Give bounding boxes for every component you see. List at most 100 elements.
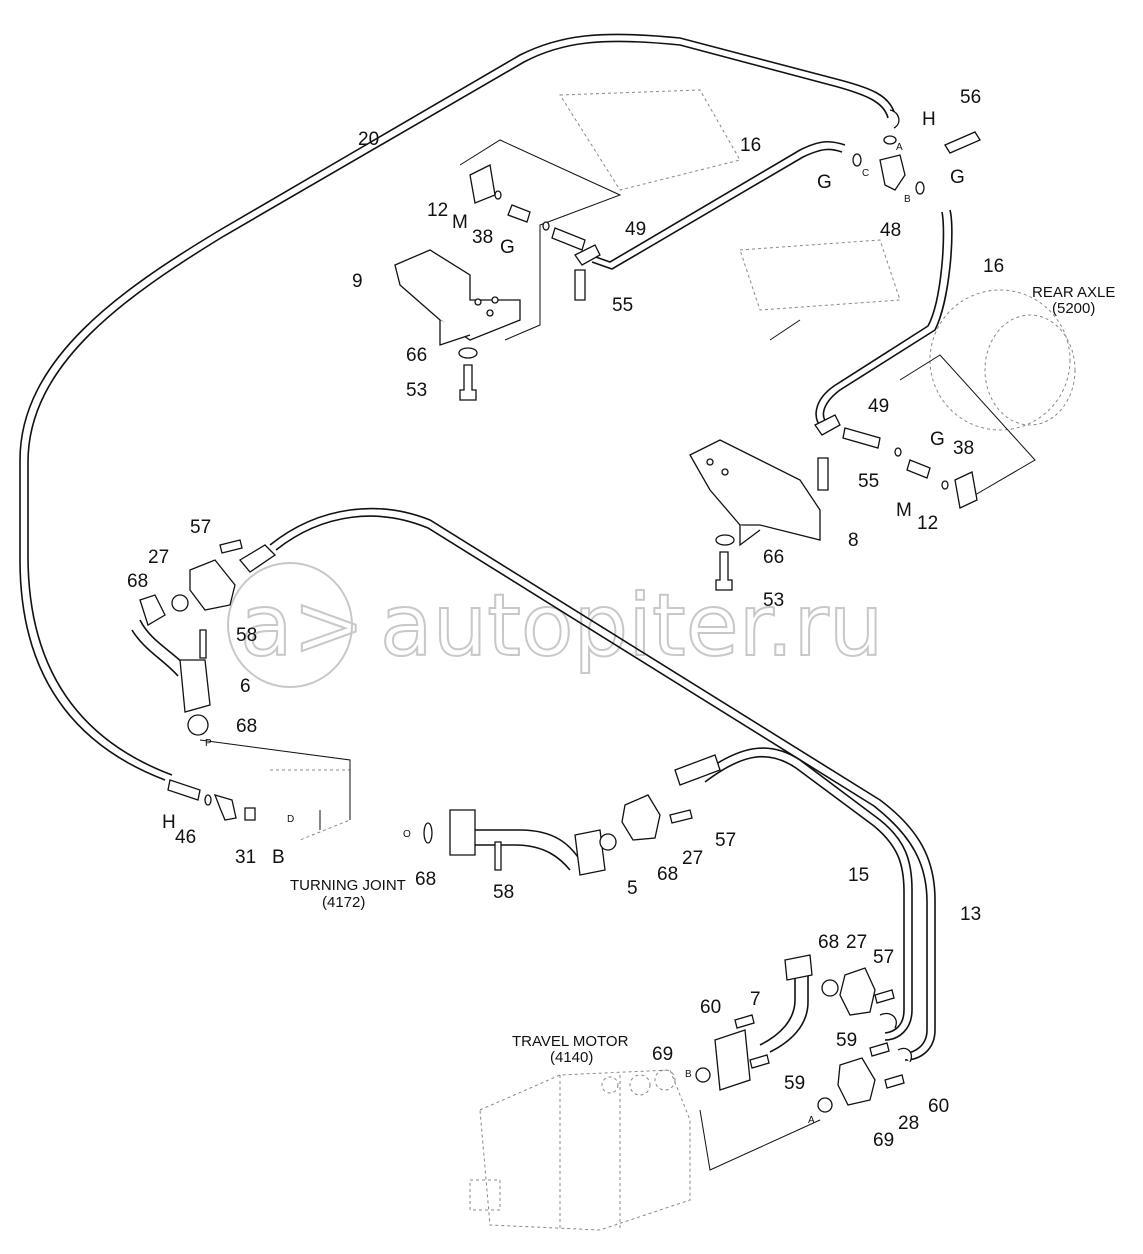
callout-46: 46	[175, 827, 196, 848]
callout-g-top-right: G	[950, 167, 965, 188]
callout-m-bottom: M	[896, 500, 912, 521]
flange-27-left	[189, 559, 236, 611]
watermark-logo-circle	[227, 562, 353, 688]
callout-20: 20	[358, 129, 379, 150]
port-c-top: C	[862, 168, 869, 179]
hose-6	[139, 619, 186, 666]
callout-57-left: 57	[190, 517, 211, 538]
hose-15	[699, 747, 913, 1041]
callout-59-right: 59	[836, 1030, 857, 1051]
callout-66-top: 66	[406, 345, 427, 366]
hose-16-lower	[822, 209, 953, 426]
oring-68-right	[821, 979, 839, 997]
bolt-59-left	[749, 1054, 770, 1069]
hose-20	[19, 33, 896, 781]
fitting-38-top	[507, 204, 531, 223]
clamp-49-bottom	[814, 414, 841, 436]
callout-69-right: 69	[873, 1130, 894, 1151]
oring-68-center-right	[599, 833, 617, 851]
callout-g-top-center: G	[500, 237, 515, 258]
caption-rear-axle: REAR AXLE	[1032, 284, 1115, 301]
bolt-55-top	[574, 269, 586, 301]
block-5-left	[449, 809, 476, 856]
callout-38-top: 38	[472, 227, 493, 248]
adapter-31	[244, 807, 256, 821]
plate-12-top	[469, 164, 496, 204]
callout-12-top: 12	[427, 200, 448, 221]
bolt-59-right	[869, 1042, 890, 1057]
callout-16-top: 16	[740, 135, 761, 156]
callout-53-bottom: 53	[763, 590, 784, 611]
callout-27-right: 27	[846, 932, 867, 953]
callout-13: 13	[960, 904, 981, 925]
flange-27-center	[621, 794, 661, 841]
captions: REAR AXLE (5200) TURNING JOINT (4172) TR…	[290, 284, 1115, 1066]
watermark-text: autopiter.ru	[380, 576, 883, 676]
oring-68-left-bottom	[187, 714, 209, 736]
callout-38-bottom: 38	[953, 438, 974, 459]
callout-28: 28	[898, 1113, 919, 1134]
caption-turning-joint: TURNING JOINT	[290, 877, 406, 894]
elbow-46	[213, 794, 237, 821]
flange-7-bottom	[714, 1029, 751, 1091]
bracket-9	[394, 249, 521, 346]
washer-66-top	[458, 347, 478, 359]
fittings	[139, 109, 981, 1113]
callout-68-right: 68	[818, 932, 839, 953]
flange-5-right	[574, 829, 606, 876]
bolt-58-left	[199, 629, 207, 659]
callout-48: 48	[880, 220, 901, 241]
port-o: O	[403, 829, 411, 840]
callout-57-center: 57	[715, 830, 736, 851]
hose-13	[269, 507, 936, 1061]
callout-69-left: 69	[652, 1044, 673, 1065]
turning-joint-ghost	[270, 769, 351, 841]
callout-16-right: 16	[983, 256, 1004, 277]
travel-motor-ghost	[469, 1069, 691, 1231]
oring-69-left	[695, 1067, 711, 1083]
callouts: 20 16 56 H G G 48 12 M 38 G 49 9 55 66 5…	[127, 87, 1004, 1151]
callout-15: 15	[848, 865, 869, 886]
callout-57-right: 57	[873, 947, 894, 968]
block-6	[179, 659, 211, 713]
port-a-motor: A	[808, 1115, 815, 1126]
callout-27-left: 27	[148, 547, 169, 568]
callout-68-left-bottom: 68	[236, 716, 257, 737]
caption-travel-motor-code: (4140)	[550, 1049, 593, 1066]
callout-12-bottom: 12	[917, 513, 938, 534]
callout-g-top-left: G	[817, 172, 832, 193]
plate-12-bottom	[954, 471, 978, 509]
bolt-58-center	[494, 841, 502, 871]
hose-7	[759, 970, 796, 1046]
callout-h-left: H	[162, 812, 176, 833]
oring-68-left-top	[171, 594, 189, 612]
clamp-49-top	[574, 244, 601, 266]
washer-66-bottom	[715, 534, 735, 546]
oring-69-right	[817, 1097, 833, 1113]
callout-68-left-top: 68	[127, 571, 148, 592]
callout-27-center: 27	[682, 848, 703, 869]
bolt-57-left	[219, 539, 243, 554]
caption-turning-joint-code: (4172)	[322, 894, 365, 911]
bolt-57-right	[874, 989, 895, 1004]
bolt-53-bottom	[715, 551, 733, 591]
watermark: a> autopiter.ru	[227, 562, 884, 688]
callout-5: 5	[627, 878, 638, 899]
hoses	[19, 33, 953, 1061]
rear-axle-ghost	[559, 89, 1076, 431]
watermark-logo-letter: a>	[240, 576, 365, 676]
port-letters: A B C P D O B A	[205, 142, 911, 1126]
callout-60-right: 60	[928, 1096, 949, 1117]
fitting-38-bottom	[906, 459, 931, 479]
leader-lines	[199, 139, 1036, 1171]
callout-49-top: 49	[625, 219, 646, 240]
callout-7: 7	[750, 989, 761, 1010]
callout-66-bottom: 66	[763, 547, 784, 568]
callout-53-top: 53	[406, 380, 427, 401]
callout-31: 31	[235, 847, 256, 868]
oring-h-top	[883, 135, 897, 145]
callout-68-center-right: 68	[657, 864, 678, 885]
callout-60-left: 60	[700, 997, 721, 1018]
hose-16-upper	[589, 140, 846, 263]
